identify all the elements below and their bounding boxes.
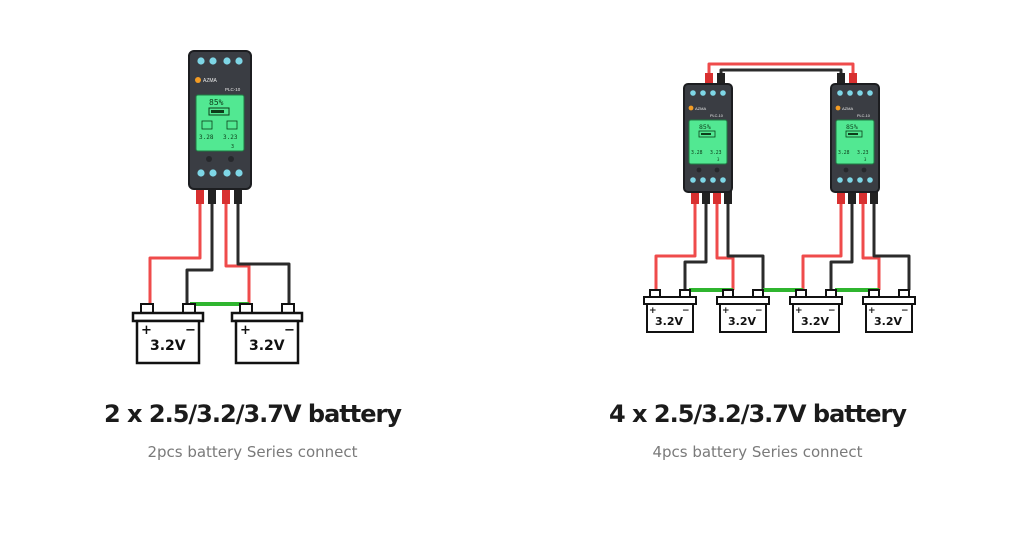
battery-1: + − 3.2V xyxy=(131,303,205,365)
diagram-4-battery: AZMA PLC-10 85% 3.28 3.23 3 AZMA PLC-10 … xyxy=(505,0,1010,547)
wires xyxy=(148,200,291,306)
lcd-screen xyxy=(195,94,245,152)
battery-minus: − xyxy=(682,306,690,316)
lcd-percent: 85% xyxy=(209,98,224,107)
brand-logo-icon xyxy=(688,105,694,111)
battery-plus: + xyxy=(795,306,803,316)
lcd-reading-1: 3.28 xyxy=(199,134,214,141)
battery-minus: − xyxy=(828,306,836,316)
lcd-reading-2: 3.23 xyxy=(857,150,869,156)
battery-voltage: 3.2V xyxy=(249,338,285,354)
battery-voltage: 3.2V xyxy=(728,315,756,328)
battery-plus: + xyxy=(240,323,251,338)
lcd-reading-2: 3.23 xyxy=(223,134,238,141)
top-plugs xyxy=(705,73,857,85)
battery-plus: + xyxy=(868,306,876,316)
bottom-plugs xyxy=(691,190,878,204)
battery-3: + − 3.2V xyxy=(789,289,843,333)
lcd-percent: 85% xyxy=(846,123,858,131)
brand-logo-icon xyxy=(835,105,841,111)
device-model: PLC-10 xyxy=(710,114,723,118)
lcd-screen xyxy=(835,119,875,165)
battery-plus: + xyxy=(722,306,730,316)
device-brand: AZMA xyxy=(695,106,706,111)
device-model: PLC-10 xyxy=(225,87,241,92)
diagram-subtitle: 4pcs battery Series connect xyxy=(652,443,863,461)
device-brand: AZMA xyxy=(842,106,853,111)
diagram-2-battery: AZMA PLC-10 85% 3.28 3.23 3 + − 3.2V xyxy=(104,50,402,461)
lcd-screen xyxy=(688,119,728,165)
diagram-title: 2 x 2.5/3.2/3.7V battery xyxy=(104,400,402,428)
wiring-diagram-2: AZMA PLC-10 85% 3.28 3.23 3 + − 3.2V xyxy=(131,50,304,365)
battery-voltage: 3.2V xyxy=(801,315,829,328)
device-brand: AZMA xyxy=(203,78,218,84)
battery-icon xyxy=(698,130,716,138)
charger-device-2: AZMA PLC-10 85% 3.28 3.23 3 xyxy=(830,83,880,193)
battery-icon xyxy=(845,130,863,138)
battery-voltage: 3.2V xyxy=(655,315,683,328)
battery-minus: − xyxy=(185,323,196,338)
lcd-footer: 3 xyxy=(231,144,234,150)
device-model: PLC-10 xyxy=(857,114,870,118)
top-wires xyxy=(707,62,855,84)
lcd-reading-2: 3.23 xyxy=(710,150,722,156)
battery-2: + − 3.2V xyxy=(230,303,304,365)
lcd-percent: 85% xyxy=(699,123,711,131)
battery-1: + − 3.2V xyxy=(643,289,697,333)
wire-plugs xyxy=(196,188,242,204)
charger-device: AZMA PLC-10 85% 3.28 3.23 3 xyxy=(188,50,252,190)
battery-icon xyxy=(208,107,230,116)
lcd-reading-1: 3.28 xyxy=(691,150,703,156)
battery-voltage: 3.2V xyxy=(874,315,902,328)
battery-plus: + xyxy=(141,323,152,338)
battery-4: + − 3.2V xyxy=(862,289,916,333)
charger-device-1: AZMA PLC-10 85% 3.28 3.23 3 xyxy=(683,83,733,193)
bottom-wires xyxy=(654,200,911,292)
diagram-subtitle: 2pcs battery Series connect xyxy=(147,443,358,461)
lcd-reading-1: 3.28 xyxy=(838,150,850,156)
diagram-title: 4 x 2.5/3.2/3.7V battery xyxy=(609,400,907,428)
lcd-footer: 3 xyxy=(864,157,867,162)
wiring-diagram-4: AZMA PLC-10 85% 3.28 3.23 3 AZMA PLC-10 … xyxy=(643,62,916,333)
battery-voltage: 3.2V xyxy=(150,338,186,354)
battery-2: + − 3.2V xyxy=(716,289,770,333)
battery-plus: + xyxy=(649,306,657,316)
brand-logo-icon xyxy=(195,77,201,83)
lcd-footer: 3 xyxy=(717,157,720,162)
battery-minus: − xyxy=(284,323,295,338)
battery-minus: − xyxy=(901,306,909,316)
battery-minus: − xyxy=(755,306,763,316)
